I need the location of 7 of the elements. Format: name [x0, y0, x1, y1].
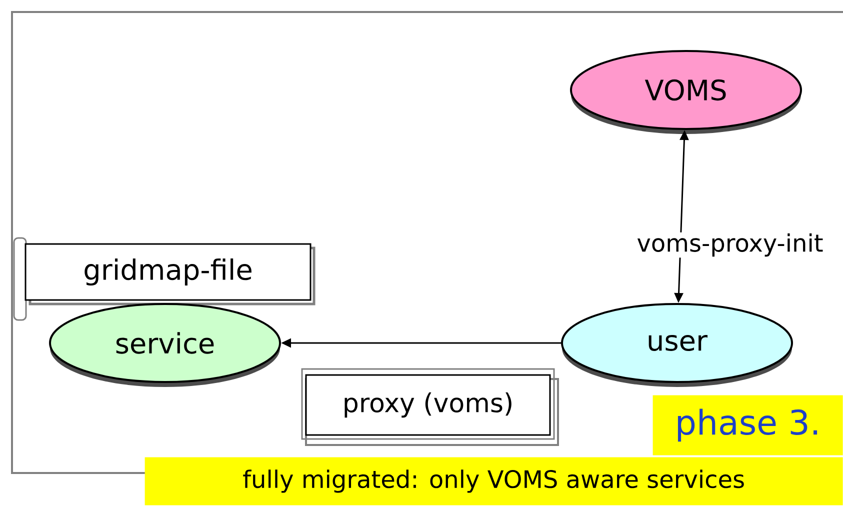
ellipse-node: service [49, 303, 281, 387]
ellipse-node: user [561, 303, 793, 387]
highlight-label: phase 3. [652, 395, 843, 456]
edge-label: voms-proxy-init [637, 233, 823, 257]
edge-label: proxy (voms) [344, 392, 512, 418]
scroll-box: gridmap-file [13, 237, 316, 321]
ellipse-node: VOMS [570, 50, 802, 134]
